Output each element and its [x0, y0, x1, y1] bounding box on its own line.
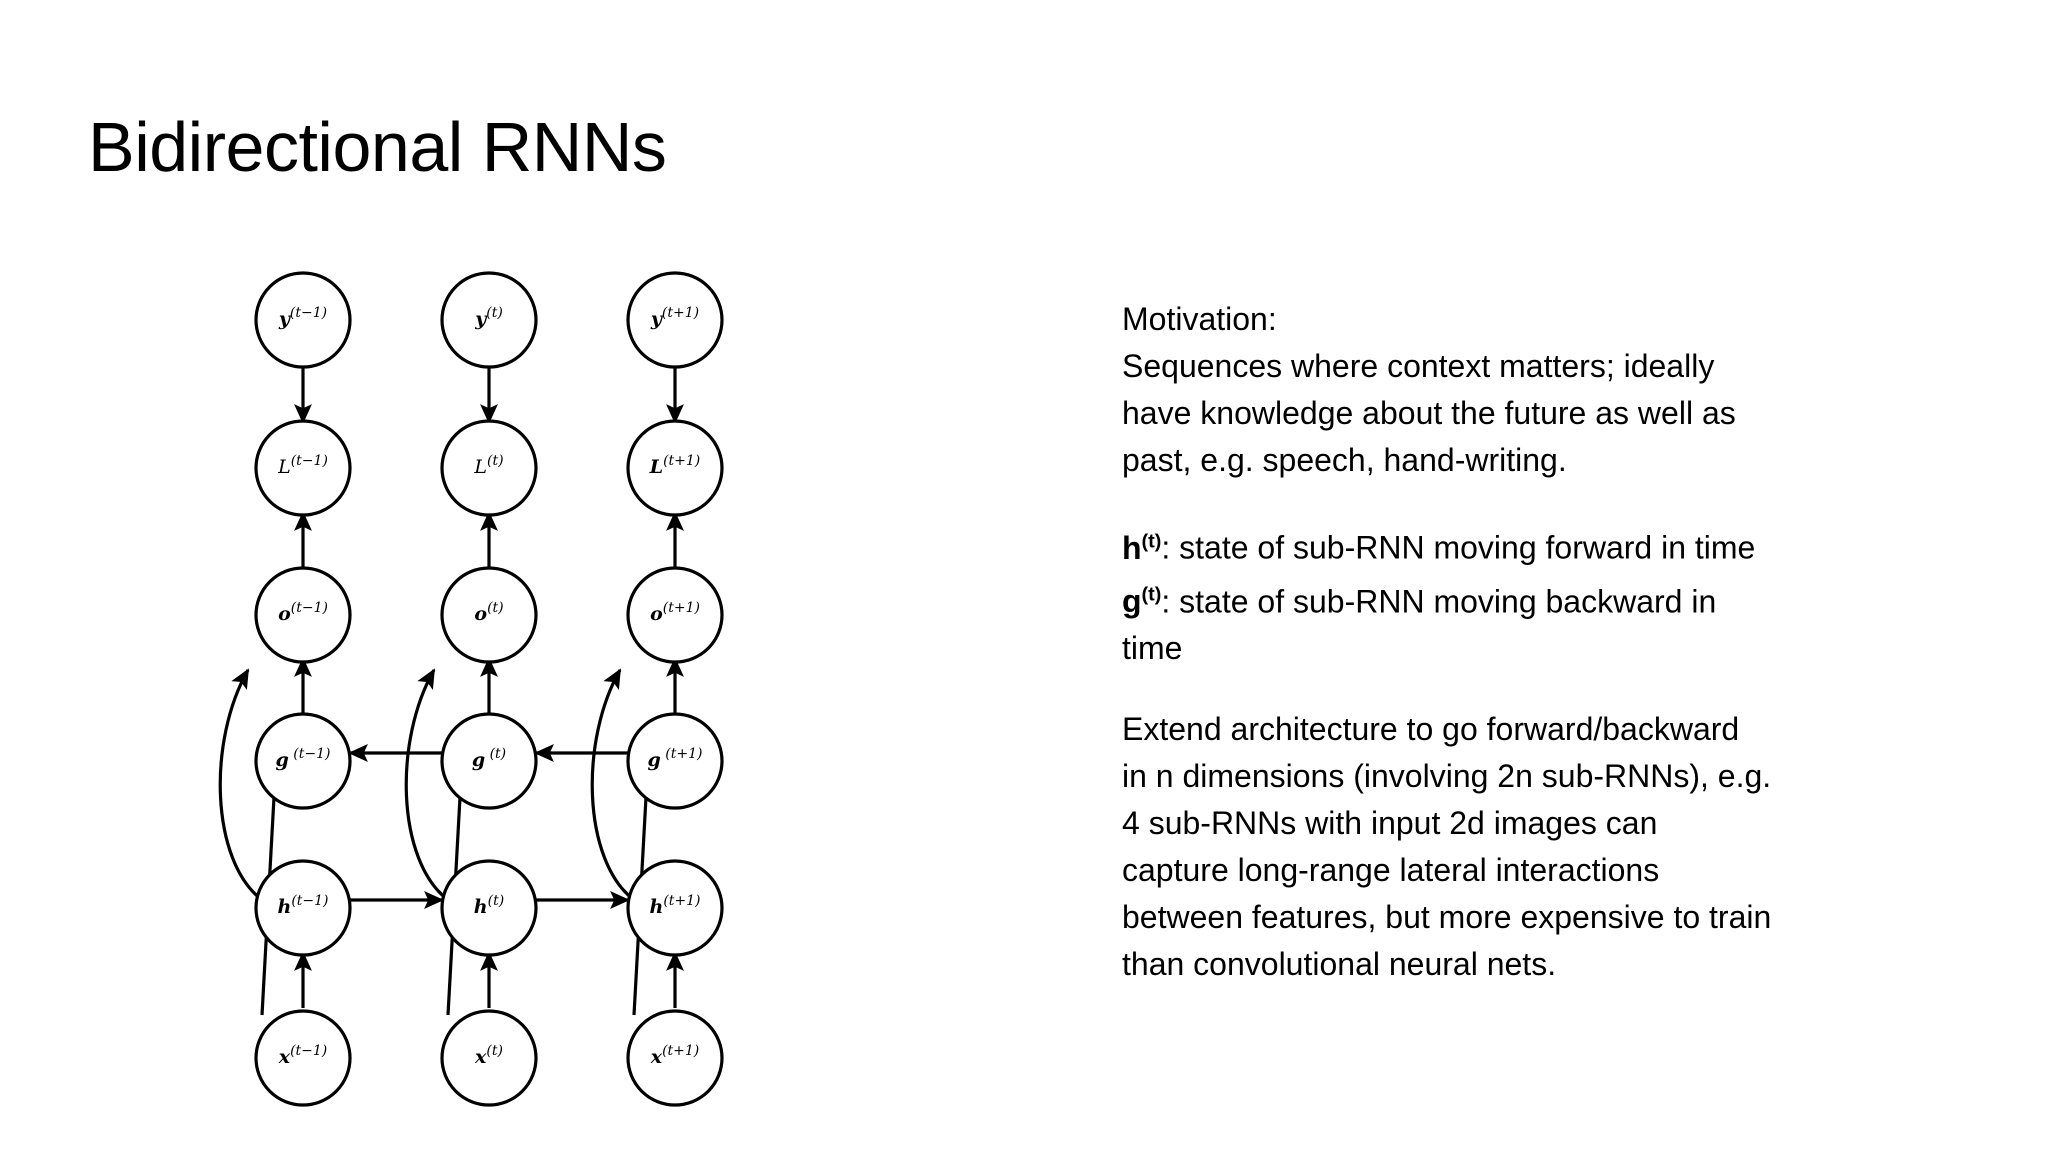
paragraph-extension: Extend architecture to go forward/backwa… [1122, 706, 1992, 988]
node-label-o-t2: o(t) [474, 600, 503, 625]
symbol-g-base: g [1122, 583, 1142, 620]
node-label-y-t1: y(t−1) [278, 305, 327, 330]
symbol-g: g(t) [1122, 583, 1161, 619]
node-L-t3: L(t+1) [626, 419, 724, 517]
node-label-o-t3: o(t+1) [650, 600, 700, 625]
node-h-t1: h(t−1) [254, 859, 352, 957]
node-x-t3: x(t+1) [626, 1009, 724, 1107]
node-g-t2: g (t) [440, 712, 538, 810]
bidirectional-rnn-diagram: y(t−1) y(t) y(t+1) L(t−1) L(t) L(t+1) o(… [200, 240, 800, 1140]
node-label-y-t2: y(t) [474, 305, 503, 330]
definition-h: h(t): state of sub-RNN moving forward in… [1122, 518, 1992, 572]
diagram-canvas: y(t−1) y(t) y(t+1) L(t−1) L(t) L(t+1) o(… [218, 271, 724, 1107]
node-g-t1: g (t−1) [254, 712, 352, 810]
motivation-line-1: Sequences where context matters; ideally [1122, 348, 1715, 384]
node-label-o-t1: o(t−1) [278, 600, 328, 625]
definition-g-text: : state of sub-RNN moving backward in [1161, 583, 1717, 620]
definition-g-continuation: time [1122, 630, 1183, 667]
node-o-t1: o(t−1) [254, 566, 352, 664]
node-label-h-t1: h(t−1) [277, 893, 328, 918]
node-h-t2: h(t) [440, 859, 538, 957]
node-x-t1: x(t−1) [254, 1009, 352, 1107]
definition-h-text: : state of sub-RNN moving forward in tim… [1161, 529, 1756, 566]
page-title: Bidirectional RNNs [88, 108, 667, 186]
symbol-h-base: h [1122, 529, 1142, 566]
edge-h-to-o-t1 [218, 668, 263, 902]
motivation-line-0: Motivation: [1122, 301, 1277, 337]
extension-line-0: Extend architecture to go forward/backwa… [1122, 711, 1740, 748]
node-o-t3: o(t+1) [626, 566, 724, 664]
node-label-x-t2: x(t) [474, 1043, 503, 1068]
node-o-t2: o(t) [440, 566, 538, 664]
node-layer: y(t−1) y(t) y(t+1) L(t−1) L(t) L(t+1) o(… [254, 271, 724, 1107]
node-label-L-t3: L(t+1) [649, 453, 701, 478]
node-label-h-t3: h(t+1) [649, 893, 700, 918]
symbol-h: h(t) [1122, 530, 1161, 566]
symbol-g-superscript: (t) [1141, 583, 1162, 606]
paragraph-definitions: h(t): state of sub-RNN moving forward in… [1122, 518, 1992, 672]
edge-h-to-o-t3 [590, 668, 635, 902]
node-label-g-t2: g (t) [472, 746, 506, 771]
definition-g: g(t): state of sub-RNN moving backward i… [1122, 572, 1992, 626]
node-L-t2: L(t) [440, 419, 538, 517]
node-label-L-t2: L(t) [473, 453, 503, 478]
node-label-y-t3: y(t+1) [650, 305, 699, 330]
extension-line-5: than convolutional neural nets. [1122, 946, 1557, 983]
node-L-t1: L(t−1) [254, 419, 352, 517]
extension-line-3: capture long-range lateral interactions [1122, 852, 1660, 889]
node-label-L-t1: L(t−1) [277, 453, 328, 478]
paragraph-motivation: Motivation: Sequences where context matt… [1122, 296, 1992, 484]
notes-panel: Motivation: Sequences where context matt… [1122, 296, 1992, 988]
node-label-x-t3: x(t+1) [650, 1043, 700, 1068]
node-y-t3: y(t+1) [626, 271, 724, 369]
edge-h-to-o-t2 [404, 668, 449, 902]
node-h-t3: h(t+1) [626, 859, 724, 957]
extension-line-4: between features, but more expensive to … [1122, 899, 1772, 936]
node-label-g-t3: g (t+1) [648, 746, 703, 771]
node-label-h-t2: h(t) [474, 893, 504, 918]
node-g-t3: g (t+1) [626, 712, 724, 810]
node-label-x-t1: x(t−1) [278, 1043, 328, 1068]
node-y-t1: y(t−1) [254, 271, 352, 369]
node-x-t2: x(t) [440, 1009, 538, 1107]
symbol-h-superscript: (t) [1141, 530, 1162, 552]
extension-line-1: in n dimensions (involving 2n sub-RNNs),… [1122, 758, 1772, 795]
extension-line-2: 4 sub-RNNs with input 2d images can [1122, 805, 1658, 842]
motivation-line-2: have knowledge about the future as well … [1122, 395, 1736, 431]
node-y-t2: y(t) [440, 271, 538, 369]
node-label-g-t1: g (t−1) [276, 746, 331, 771]
motivation-line-3: past, e.g. speech, hand-writing. [1122, 442, 1567, 478]
